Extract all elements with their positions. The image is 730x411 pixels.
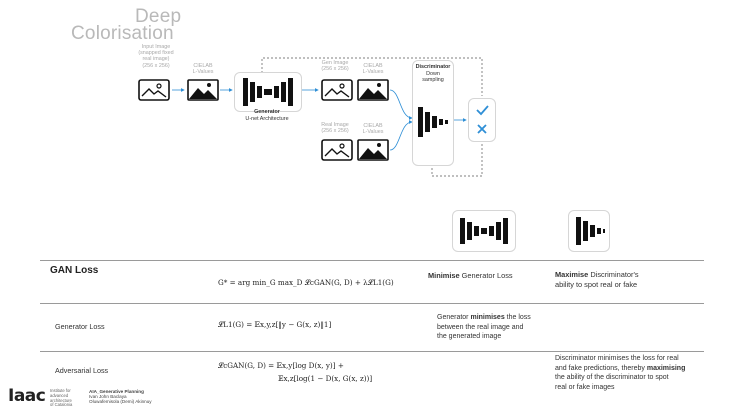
minimise-prefix: Minimise — [428, 271, 460, 280]
adv-desc-line-2: and fake predictions, thereby maximising — [555, 364, 685, 374]
generator-loss-formula: 𝓛L1(G) = 𝔼x,y,z[‖y − G(x, z)‖1] — [218, 320, 332, 329]
table-line-top — [40, 260, 704, 261]
maximise-line-2: ability to spot real or fake — [555, 280, 638, 289]
real-label-line-2: (256 x 256) — [321, 128, 349, 135]
title-line-2: Colorisation — [71, 23, 174, 44]
cielab-image-icon-3 — [357, 139, 389, 161]
title-line-1: Deep — [135, 6, 182, 27]
real-image-label: Real Image (256 x 256) — [316, 122, 354, 134]
gen-desc-line-3: the generated image — [437, 333, 502, 341]
adversarial-loss-label: Adversarial Loss — [55, 366, 109, 375]
discriminator-title: Discriminator — [415, 64, 451, 70]
institute-line-4: of Catalonia — [50, 402, 73, 408]
gen-desc-line-1: Generator minimises the loss — [437, 313, 531, 323]
course-credits: AIA_Generative Planning Ivan John Baclay… — [89, 389, 152, 405]
cielab-2-line-2: L-Values — [362, 69, 384, 76]
maximise-rest: Discriminator's — [588, 270, 639, 279]
arrow-gen-to-discriminator — [389, 89, 413, 120]
institute-line-2: advanced — [50, 392, 69, 398]
unet-icon — [243, 78, 293, 106]
maximise-prefix: Maximise — [555, 270, 589, 279]
iaac-logo: Iaac — [8, 386, 46, 406]
institute-line-1: Institute for — [50, 388, 71, 393]
author-1: Ivan John Baclaya — [89, 394, 127, 400]
real-image-icon — [321, 139, 353, 161]
check-icon — [476, 105, 489, 116]
cielab-2-line-1: CIELAB — [363, 63, 383, 69]
input-label-line-1: Input Image — [141, 44, 171, 50]
cielab-image-icon-2 — [357, 79, 389, 101]
adversarial-formula-line-2: 𝔼x,z[log(1 − D(x, G(x, z))] — [278, 374, 373, 383]
gen-desc-pre: Generator — [437, 314, 471, 321]
cielab-label-3: CIELAB L-Values — [356, 123, 390, 135]
table-line-mid-1 — [40, 303, 704, 304]
arrow-real-to-discriminator — [389, 120, 413, 151]
cielab-3-line-1: CIELAB — [363, 123, 383, 129]
discriminator-illustration-card — [568, 210, 610, 252]
discriminator-subtitle-2: sampling — [422, 77, 444, 83]
input-image-label: Input Image (snapped fixed real image) (… — [128, 44, 184, 69]
author-2: Oluwafemisola (Demi) Akinnuy — [89, 399, 152, 405]
diagram-connectors — [172, 57, 483, 177]
gen-image-label: Gen Image (256 x 256) — [318, 60, 352, 72]
table-title: GAN Loss — [50, 265, 99, 276]
cielab-label-2: CIELAB L-Values — [356, 63, 390, 75]
cielab-1-line-1: CIELAB — [193, 63, 213, 69]
maximise-line-1: Maximise Discriminator's — [555, 270, 639, 280]
generator-title: Generator — [254, 109, 280, 115]
adversarial-formula-line-1: 𝓛cGAN(G, D) = 𝔼x,y[log D(x, y)] + — [218, 361, 344, 370]
gen-desc-post: the loss — [504, 314, 531, 321]
discriminator-subtitle-1: Down — [426, 71, 440, 77]
gen-image-icon — [321, 79, 353, 101]
adv-desc-line-4: real or fake images — [555, 383, 615, 391]
cielab-image-icon-1 — [187, 79, 219, 101]
gen-desc-bold: minimises — [470, 314, 505, 321]
cielab-1-line-2: L-Values — [192, 69, 214, 76]
minimise-header: Minimise Generator Loss — [428, 271, 513, 280]
maximise-header: Maximise Discriminator's ability to spot… — [555, 270, 639, 290]
discriminator-downsampling-icon — [576, 217, 605, 245]
generator-subtitle: U-net Architecture — [245, 116, 289, 122]
table-line-mid-2 — [40, 351, 704, 352]
adversarial-description: Discriminator minimises the loss for rea… — [555, 354, 685, 392]
gen-desc-line-2: between the real image and — [437, 323, 524, 331]
cielab-label-1: CIELAB L-Values — [186, 63, 220, 75]
adv-desc-line-2-pre: and fake predictions, thereby — [555, 364, 647, 372]
input-label-line-4: (256 x 256) — [142, 62, 170, 69]
output-card — [468, 98, 496, 142]
generator-card — [234, 72, 302, 112]
feedback-loop-bottom — [431, 140, 483, 177]
cielab-3-line-2: L-Values — [362, 129, 384, 136]
institute-text: Institute for advanced architecture of C… — [50, 388, 73, 408]
input-image-icon — [138, 79, 170, 101]
course-name: AIA_Generative Planning — [89, 389, 144, 394]
generator-unet-icon — [460, 218, 508, 244]
adv-desc-line-2-bold: maximising — [646, 364, 686, 372]
discriminator-card: Discriminator Down sampling — [412, 60, 454, 166]
gen-label-line-2: (256 x 256) — [321, 66, 349, 73]
input-label-line-2: (snapped fixed — [138, 50, 174, 57]
downsampling-icon — [418, 107, 448, 137]
gen-label-line-1: Gen Image — [321, 60, 349, 66]
objective-formula: G* = arg min_G max_D 𝓛cGAN(G, D) + λ𝓛L1(… — [218, 278, 394, 287]
input-label-line-3: real image) — [142, 56, 170, 63]
institute-line-3: architecture — [50, 397, 72, 403]
adv-desc-line-3: the ability of the discriminator to spot — [555, 374, 669, 382]
cross-icon — [477, 124, 487, 134]
feedback-loop-top — [261, 57, 483, 96]
adv-desc-line-1: Discriminator minimises the loss for rea… — [555, 355, 679, 362]
minimise-rest: Generator Loss — [459, 271, 513, 280]
generator-loss-label: Generator Loss — [55, 322, 105, 331]
generator-loss-description: Generator minimises the loss between the… — [437, 313, 531, 342]
generator-illustration-card — [452, 210, 516, 252]
real-label-line-1: Real Image — [321, 122, 349, 128]
